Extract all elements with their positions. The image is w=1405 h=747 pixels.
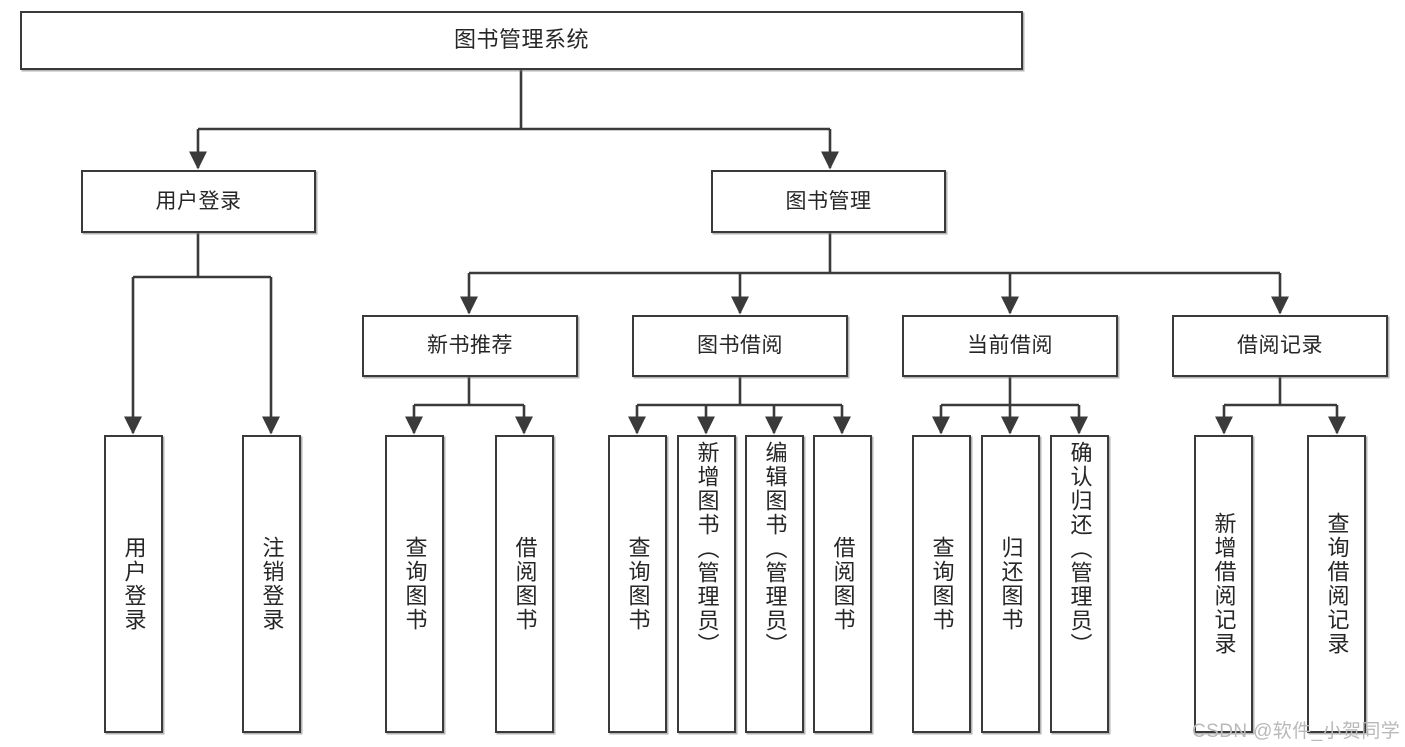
node-leaf-logout-label: 注销登录 [259,536,285,632]
node-leaf-confirm-return[interactable]: 确认归还（管理员） [1050,435,1109,733]
node-user-login[interactable]: 用户登录 [81,170,316,233]
node-leaf-query-book-1[interactable]: 查询图书 [385,435,444,733]
node-borrow-record[interactable]: 借阅记录 [1172,315,1388,377]
node-leaf-add-book[interactable]: 新增图书（管理员） [677,435,736,733]
node-leaf-query-book-2[interactable]: 查询图书 [608,435,667,733]
node-leaf-return-book[interactable]: 归还图书 [981,435,1040,733]
node-leaf-borrow-book-2[interactable]: 借阅图书 [813,435,872,733]
node-leaf-edit-book-label: 编辑图书（管理员） [762,441,788,657]
node-leaf-add-record[interactable]: 新增借阅记录 [1194,435,1253,733]
node-leaf-user-login-label: 用户登录 [121,536,147,632]
node-current-borrow-label: 当前借阅 [967,334,1053,358]
node-leaf-query-book-1-label: 查询图书 [402,536,428,632]
node-leaf-edit-book[interactable]: 编辑图书（管理员） [745,435,804,733]
node-user-login-label: 用户登录 [155,189,242,213]
csdn-watermark: CSDN @软件_小贺同学 [1192,721,1401,742]
node-book-borrow-label: 图书借阅 [697,334,783,358]
node-new-book-recommend-label: 新书推荐 [427,334,513,358]
node-root[interactable]: 图书管理系统 [20,11,1023,70]
node-current-borrow[interactable]: 当前借阅 [902,315,1118,377]
node-leaf-query-record-label: 查询借阅记录 [1324,512,1350,656]
node-leaf-query-book-3[interactable]: 查询图书 [912,435,971,733]
node-leaf-borrow-book-1-label: 借阅图书 [512,536,538,632]
node-book-management[interactable]: 图书管理 [711,170,946,233]
node-leaf-add-book-label: 新增图书（管理员） [694,441,720,657]
node-leaf-borrow-book-2-label: 借阅图书 [830,536,856,632]
node-root-label: 图书管理系统 [453,27,589,53]
node-book-borrow[interactable]: 图书借阅 [632,315,848,377]
node-leaf-query-record[interactable]: 查询借阅记录 [1307,435,1366,733]
node-leaf-query-book-3-label: 查询图书 [929,536,955,632]
node-leaf-query-book-2-label: 查询图书 [625,536,651,632]
node-leaf-add-record-label: 新增借阅记录 [1211,512,1237,656]
node-leaf-user-login[interactable]: 用户登录 [104,435,163,733]
node-new-book-recommend[interactable]: 新书推荐 [362,315,578,377]
node-leaf-return-book-label: 归还图书 [998,536,1024,632]
node-book-management-label: 图书管理 [785,189,872,213]
node-leaf-borrow-book-1[interactable]: 借阅图书 [495,435,554,733]
node-leaf-confirm-return-label: 确认归还（管理员） [1067,441,1093,657]
node-leaf-logout[interactable]: 注销登录 [242,435,301,733]
node-borrow-record-label: 借阅记录 [1237,334,1323,358]
